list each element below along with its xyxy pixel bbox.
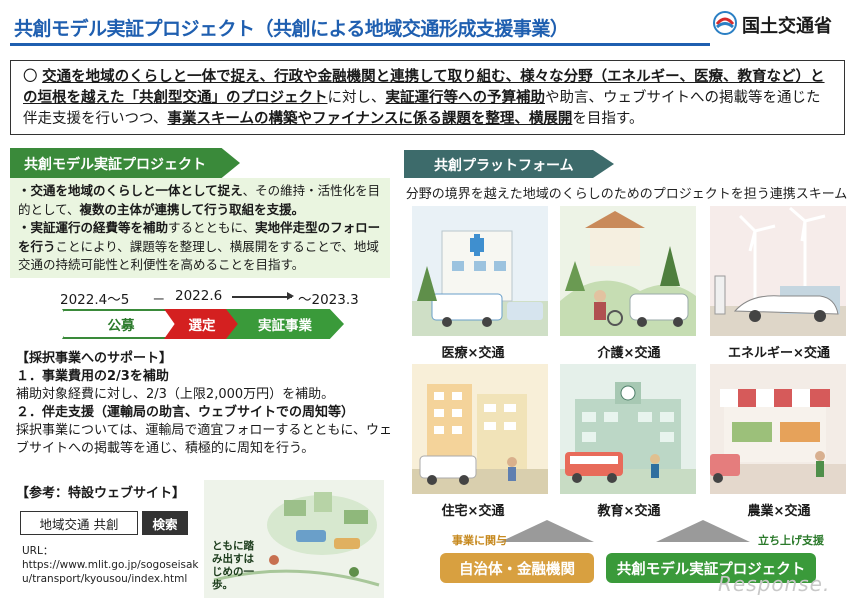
thumbnail-illustration xyxy=(204,480,384,598)
support-item2-text: 採択事業については、運輸局で適宜フォローするとともに、ウェブサイトへの掲載等を通… xyxy=(16,423,392,456)
timeline-arrow-icon xyxy=(232,293,294,299)
platform-header-text: 共創プラットフォーム xyxy=(434,158,574,174)
website-url-link[interactable]: https://www.mlit.go.jp/sogoseisaku/trans… xyxy=(22,559,199,585)
left-b1-bold: ・交通を地域のくらしと一体として捉え xyxy=(18,183,243,198)
intro-text-6: を目指す。 xyxy=(572,111,644,127)
website-thumbnail: ともに踏み出すはじめの一歩。 xyxy=(204,480,384,598)
timeline-date-2: 2022.6 xyxy=(175,288,223,304)
support-section: 【採択事業へのサポート】 １．事業費用の2/3を補助 補助対象経費に対し、2/3… xyxy=(16,350,396,458)
cocreation-project-box: 共創モデル実証プロジェクト xyxy=(606,553,816,583)
tile-label-care: 介護×交通 xyxy=(597,346,661,361)
tile-medical xyxy=(412,206,548,336)
step-selection: 選定 xyxy=(164,309,240,339)
intro-text-1: 交通を地域のくらしと一体で捉え、行政や金融機関と連携して取り組む、様々な分野（エ… xyxy=(23,69,825,106)
tile-energy xyxy=(710,206,846,336)
left-b1-bold2: 複数の主体が連携して行う取組を支援。 xyxy=(79,201,305,217)
up-arrow-right-icon xyxy=(656,520,750,542)
support-item1-text: 補助対象経費に対し、2/3（上限2,000万円）を補助。 xyxy=(16,387,335,402)
left-b1-text: 、その維持・活性化を目的として、 xyxy=(18,183,381,217)
tile-agriculture xyxy=(710,364,846,494)
support-item2-title: ２．伴走支援（運輸局の助言、ウェブサイトでの周知等） xyxy=(16,405,355,420)
ministry-name: 国土交通省 xyxy=(742,16,832,37)
title-underline xyxy=(10,43,710,46)
left-bullet-2: ・実証運行の経費等を補助するとともに、実地伴走型のフォローを行うことにより、課題… xyxy=(18,219,382,275)
up-arrow-left-icon xyxy=(500,520,594,542)
tile-label-medical: 医療×交通 xyxy=(441,346,505,361)
search-input[interactable]: 地域交通 共創 xyxy=(20,511,138,535)
thumbnail-caption: ともに踏み出すはじめの一歩。 xyxy=(212,540,254,591)
watermark: Response. xyxy=(718,572,831,596)
medical-illustration xyxy=(412,206,548,336)
left-section-header: 共創モデル実証プロジェクト xyxy=(10,148,390,178)
intro-box: 〇 交通を地域のくらしと一体で捉え、行政や金融機関と連携して取り組む、様々な分野… xyxy=(10,60,845,135)
timeline-date-1: 2022.4～5 xyxy=(60,292,130,308)
page-title: 共創モデル実証プロジェクト（共創による地域交通形成支援事業） xyxy=(14,18,569,40)
intro-bullet: 〇 xyxy=(23,69,38,85)
timeline: 2022.4～5 － 2022.6 ～2023.3 xyxy=(60,288,390,308)
tile-label-agriculture: 農業×交通 xyxy=(747,504,811,519)
step-application: 公募 xyxy=(62,309,180,339)
local-gov-finance-box: 自治体・金融機関 xyxy=(440,553,594,583)
tile-label-housing: 住宅×交通 xyxy=(441,504,505,519)
tile-label-education: 教育×交通 xyxy=(597,504,661,519)
education-illustration xyxy=(560,364,696,494)
housing-illustration xyxy=(412,364,548,494)
energy-illustration xyxy=(710,206,846,336)
support-item1-title: １．事業費用の2/3を補助 xyxy=(16,369,169,384)
care-illustration xyxy=(560,206,696,336)
search-button[interactable]: 検索 xyxy=(142,511,188,535)
url-block: URL： https://www.mlit.go.jp/sogoseisaku/… xyxy=(22,544,202,586)
intro-text-5: 事業スキームの構築やファイナンスに係る課題を整理、横展開 xyxy=(167,111,573,127)
intro-text-3: 実証運行等への予算補助 xyxy=(385,90,546,106)
tile-care xyxy=(560,206,696,336)
title-bar: 共創モデル実証プロジェクト（共創による地域交通形成支援事業） 国土交通省 xyxy=(0,0,855,50)
tag-involvement: 事業に関与 xyxy=(452,534,507,547)
left-description-box: ・交通を地域のくらしと一体として捉え、その維持・活性化を目的として、複数の主体が… xyxy=(10,178,390,278)
left-header-bar xyxy=(10,148,240,178)
tile-housing xyxy=(412,364,548,494)
url-label: URL： xyxy=(22,545,54,557)
step-demonstration: 実証事業 xyxy=(226,309,344,339)
timeline-dash: － xyxy=(152,292,166,308)
left-b2-bold2: 実地伴走型のフォローを行う xyxy=(18,220,381,254)
tile-label-energy: エネルギー×交通 xyxy=(728,346,830,361)
left-b2-text: するとともに、 xyxy=(168,220,256,235)
mlit-logo-icon xyxy=(713,11,737,35)
agriculture-illustration xyxy=(710,364,846,494)
platform-header: 共創プラットフォーム xyxy=(404,150,614,178)
ministry-logo: 国土交通省 xyxy=(712,8,852,38)
reference-heading: 【参考：特設ウェブサイト】 xyxy=(16,486,186,501)
intro-text-2: に対し、 xyxy=(327,90,386,106)
left-header-text: 共創モデル実証プロジェクト xyxy=(24,157,206,173)
tile-education xyxy=(560,364,696,494)
support-heading: 【採択事業へのサポート】 xyxy=(16,351,173,366)
left-b2-bold: ・実証運行の経費等を補助 xyxy=(18,220,169,235)
left-b2-text2: ことにより、課題等を整理し、横展開をすることで、地域交通の持続可能性と利便性を高… xyxy=(18,238,379,273)
timeline-date-3: ～2023.3 xyxy=(298,292,359,308)
platform-subtitle: 分野の境界を越えた地域のくらしのためのプロジェクトを担う連携スキーム xyxy=(405,187,848,202)
left-bullet-1: ・交通を地域のくらしと一体として捉え、その維持・活性化を目的として、複数の主体が… xyxy=(18,182,382,219)
intro-text-4: や助言、ウェブサイトへの掲載等を通じた伴走支援を行いつつ、 xyxy=(23,90,821,127)
tag-launch-support: 立ち上げ支援 xyxy=(758,534,824,547)
